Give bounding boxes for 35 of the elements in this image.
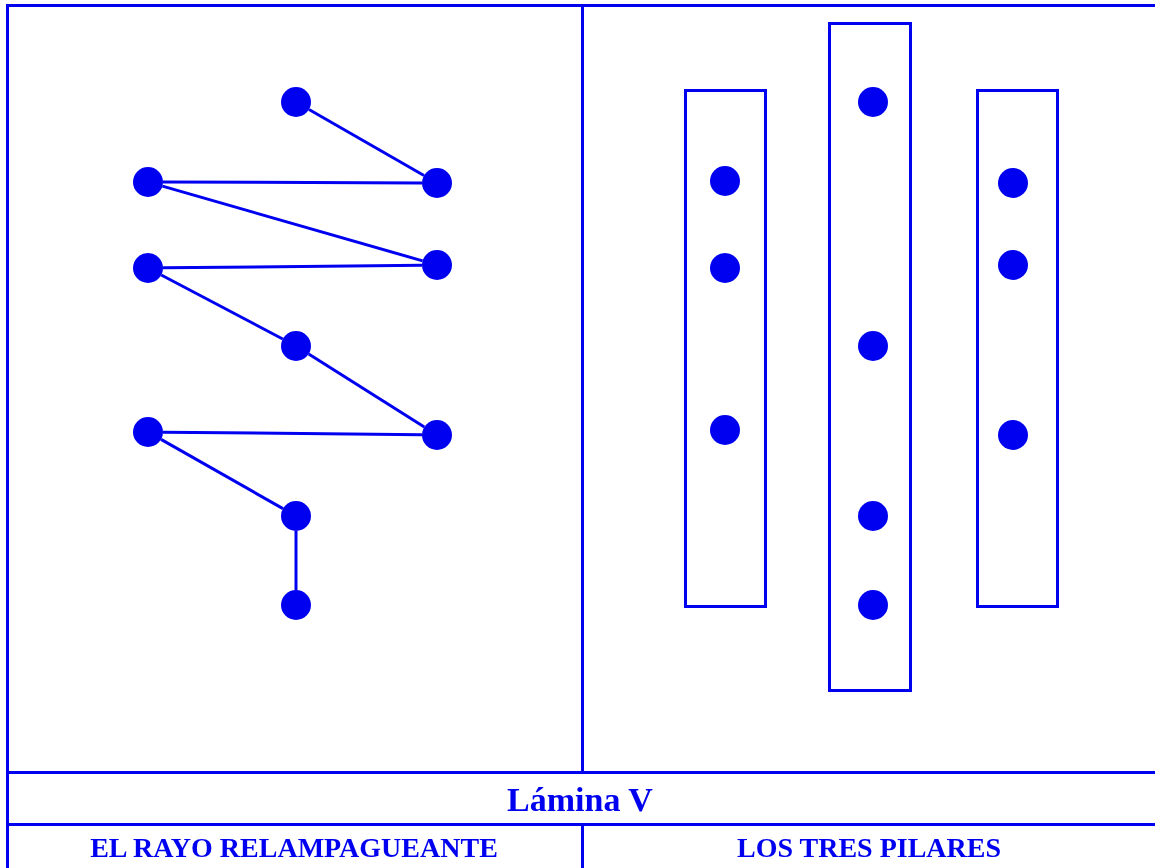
- dot: [858, 331, 888, 361]
- dot: [710, 166, 740, 196]
- pillar-box: [684, 89, 767, 608]
- dot: [422, 250, 452, 280]
- dot: [281, 331, 311, 361]
- connector-line: [163, 180, 422, 185]
- dot: [281, 590, 311, 620]
- dot: [422, 420, 452, 450]
- dot: [133, 253, 163, 283]
- connector-line: [163, 263, 422, 270]
- panel-caption: EL RAYO RELAMPAGUEANTE: [90, 832, 498, 864]
- dot: [998, 250, 1028, 280]
- connector-line: [162, 184, 423, 263]
- panel-caption: LOS TRES PILARES: [737, 832, 1001, 864]
- dot: [281, 501, 311, 531]
- dot: [710, 415, 740, 445]
- dot: [858, 590, 888, 620]
- connector-line: [308, 108, 425, 177]
- dot: [281, 87, 311, 117]
- dot: [998, 168, 1028, 198]
- dot: [422, 168, 452, 198]
- pillar-box: [828, 22, 912, 692]
- dot: [133, 417, 163, 447]
- dot: [133, 167, 163, 197]
- connector-line: [307, 352, 426, 429]
- plate-title: Lámina V: [507, 781, 653, 819]
- connector-line: [160, 273, 284, 341]
- dot: [858, 501, 888, 531]
- dot: [998, 420, 1028, 450]
- connector-line: [163, 430, 422, 437]
- pillar-box: [976, 89, 1059, 608]
- connector-line: [160, 438, 284, 510]
- dot: [710, 253, 740, 283]
- dot: [858, 87, 888, 117]
- connector-line: [294, 531, 298, 590]
